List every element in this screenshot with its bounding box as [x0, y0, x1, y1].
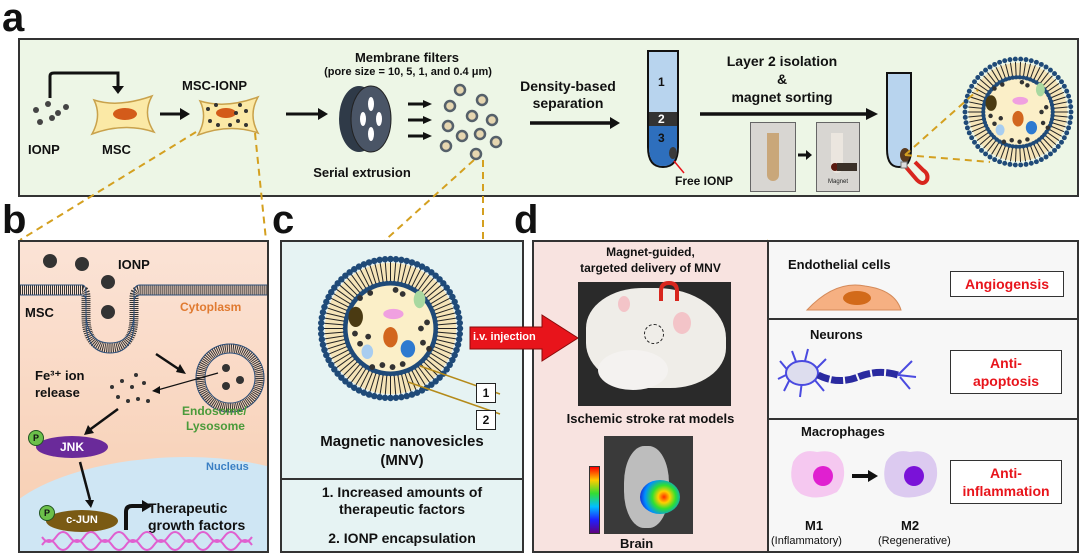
- arrow-icon: [798, 150, 812, 160]
- filters-title: Membrane filters: [354, 50, 460, 65]
- curved-arrow-icon: [48, 71, 124, 98]
- tube-photo-before: [750, 122, 796, 192]
- red-pointer-icon: [673, 160, 685, 174]
- macrophage-m2-icon: [884, 451, 938, 498]
- endothelial-cell-icon: [805, 284, 902, 311]
- cytoplasm-label: Cytoplasm: [180, 300, 242, 314]
- serial-extrusion-label: Serial extrusion: [313, 165, 411, 180]
- point-2: 2. IONP encapsulation: [328, 530, 476, 546]
- arrow-icon: [286, 108, 328, 120]
- effect-anti-inflammation-line-2: inflammation: [962, 483, 1050, 499]
- rat-caption: Ischemic stroke rat models: [566, 411, 735, 426]
- ionp-label: IONP: [28, 142, 60, 157]
- density-label-1: Density-based: [520, 78, 616, 94]
- m2-sublabel: (Regenerative): [878, 535, 951, 547]
- m1-sublabel: (Inflammatory): [771, 535, 842, 547]
- effect-anti-apoptosis-line-2: apoptosis: [972, 373, 1040, 389]
- therapeutic-label-2: growth factors: [148, 517, 246, 533]
- arrow-icon: [852, 470, 878, 482]
- neuron-icon: [777, 348, 917, 398]
- cjun-label: c-JUN: [66, 514, 98, 526]
- phospho-cjun-icon: P: [39, 505, 55, 521]
- marker-2-box: 2: [476, 410, 496, 430]
- b-msc-label: MSC: [25, 305, 54, 320]
- cjun-protein: [46, 510, 118, 532]
- mnv-title-1: Magnetic nanovesicles: [320, 433, 484, 450]
- panel-c-divider: [280, 478, 524, 480]
- guided-label-1: Magnet-guided,: [606, 245, 695, 259]
- arrow-icon: [700, 108, 878, 120]
- isolation-label-1: Layer 2 isolation: [726, 53, 838, 69]
- mnv-title-2: (MNV): [380, 452, 424, 469]
- msc-label: MSC: [102, 142, 131, 157]
- endosome-label-2: Lysosome: [186, 419, 245, 433]
- magnet-icon: [900, 160, 930, 185]
- membrane-filter-icon: [339, 85, 392, 153]
- nucleus-label: Nucleus: [206, 461, 249, 473]
- free-ionp-label: Free IONP: [675, 174, 734, 188]
- isolation-label-3: magnet sorting: [731, 89, 833, 105]
- msc-cell-icon: [90, 94, 156, 136]
- panel-b-label: b: [2, 198, 27, 242]
- fe-release-label-2: release: [35, 385, 80, 400]
- brain-caption: Brain: [620, 536, 654, 551]
- endosome-label-1: Endosome/: [182, 404, 247, 418]
- marker-1-box: 1: [476, 383, 496, 403]
- point-1-line-1: 1. Increased amounts of: [321, 484, 483, 500]
- rat-magnet-icon: [659, 280, 679, 301]
- jnk-label: JNK: [59, 440, 84, 454]
- brain-imaging-photo: [604, 436, 693, 534]
- effect-box-anti-apoptosis: Anti- apoptosis: [950, 350, 1062, 394]
- layer-1-label: 1: [658, 75, 665, 89]
- ionp-particles-icon: [33, 101, 69, 125]
- effect-cell-neurons: Neurons: [810, 327, 863, 342]
- colorbar-icon: [589, 466, 600, 534]
- effect-anti-inflammation-line-1: Anti-: [990, 465, 1022, 481]
- effect-anti-apoptosis-line-1: Anti-: [990, 355, 1022, 371]
- nanovesicles-icon: [439, 83, 503, 161]
- panel-a-label: a: [2, 0, 25, 40]
- msc-ionp-cell-icon: [196, 95, 260, 137]
- panel-c-label: c: [272, 198, 295, 242]
- panel-d-divider-1: [767, 318, 1079, 320]
- tube-photo-after: Magnet: [816, 122, 860, 192]
- density-label-2: separation: [532, 95, 604, 111]
- point-1-line-2: therapeutic factors: [338, 501, 466, 517]
- injection-label: i.v. injection: [473, 331, 536, 343]
- arrow-icon: [530, 117, 620, 129]
- dna-helix-icon: [41, 531, 253, 551]
- b-ionp-label: IONP: [118, 257, 150, 272]
- jnk-protein: [36, 436, 108, 458]
- phospho-jnk-icon: P: [28, 430, 44, 446]
- filters-subtitle: (pore size = 10, 5, 1, and 0.4 μm): [324, 66, 492, 78]
- arrow-icon: [78, 461, 94, 508]
- isolation-label-2: &: [776, 71, 788, 87]
- fe-release-label-1: Fe³⁺ ion: [35, 368, 85, 383]
- macrophage-m1-icon: [791, 451, 845, 498]
- m1-label: M1: [805, 518, 824, 533]
- density-tube-icon: [647, 50, 679, 169]
- mnv-vesicle-icon: [317, 255, 464, 402]
- guided-label-2: targeted delivery of MNV: [580, 261, 721, 275]
- arrow-icon: [160, 108, 190, 120]
- effect-box-angiogenesis: Angiogensis: [950, 271, 1064, 297]
- therapeutic-label-1: Therapeutic: [148, 500, 228, 516]
- layer-2-label: 2: [658, 112, 665, 126]
- panel-d-divider-2: [767, 418, 1079, 420]
- rat-photo: [578, 282, 731, 406]
- injection-arrow-icon: [469, 314, 579, 362]
- effect-box-anti-inflammation: Anti- inflammation: [950, 460, 1062, 504]
- magnet-photo-label: Magnet: [827, 179, 848, 185]
- effect-cell-macrophages: Macrophages: [801, 424, 885, 439]
- triple-arrows-icon: [408, 100, 432, 140]
- mnv-zoom-icon: [962, 56, 1074, 168]
- layer-3-label: 3: [658, 131, 665, 145]
- msc-ionp-label: MSC-IONP: [182, 78, 247, 93]
- effect-cell-endothelial: Endothelial cells: [788, 257, 891, 272]
- panel-d-label: d: [514, 198, 539, 242]
- fe-ions-icon: [84, 372, 219, 435]
- transcription-arrow-icon: [124, 500, 152, 530]
- m2-label: M2: [901, 518, 920, 533]
